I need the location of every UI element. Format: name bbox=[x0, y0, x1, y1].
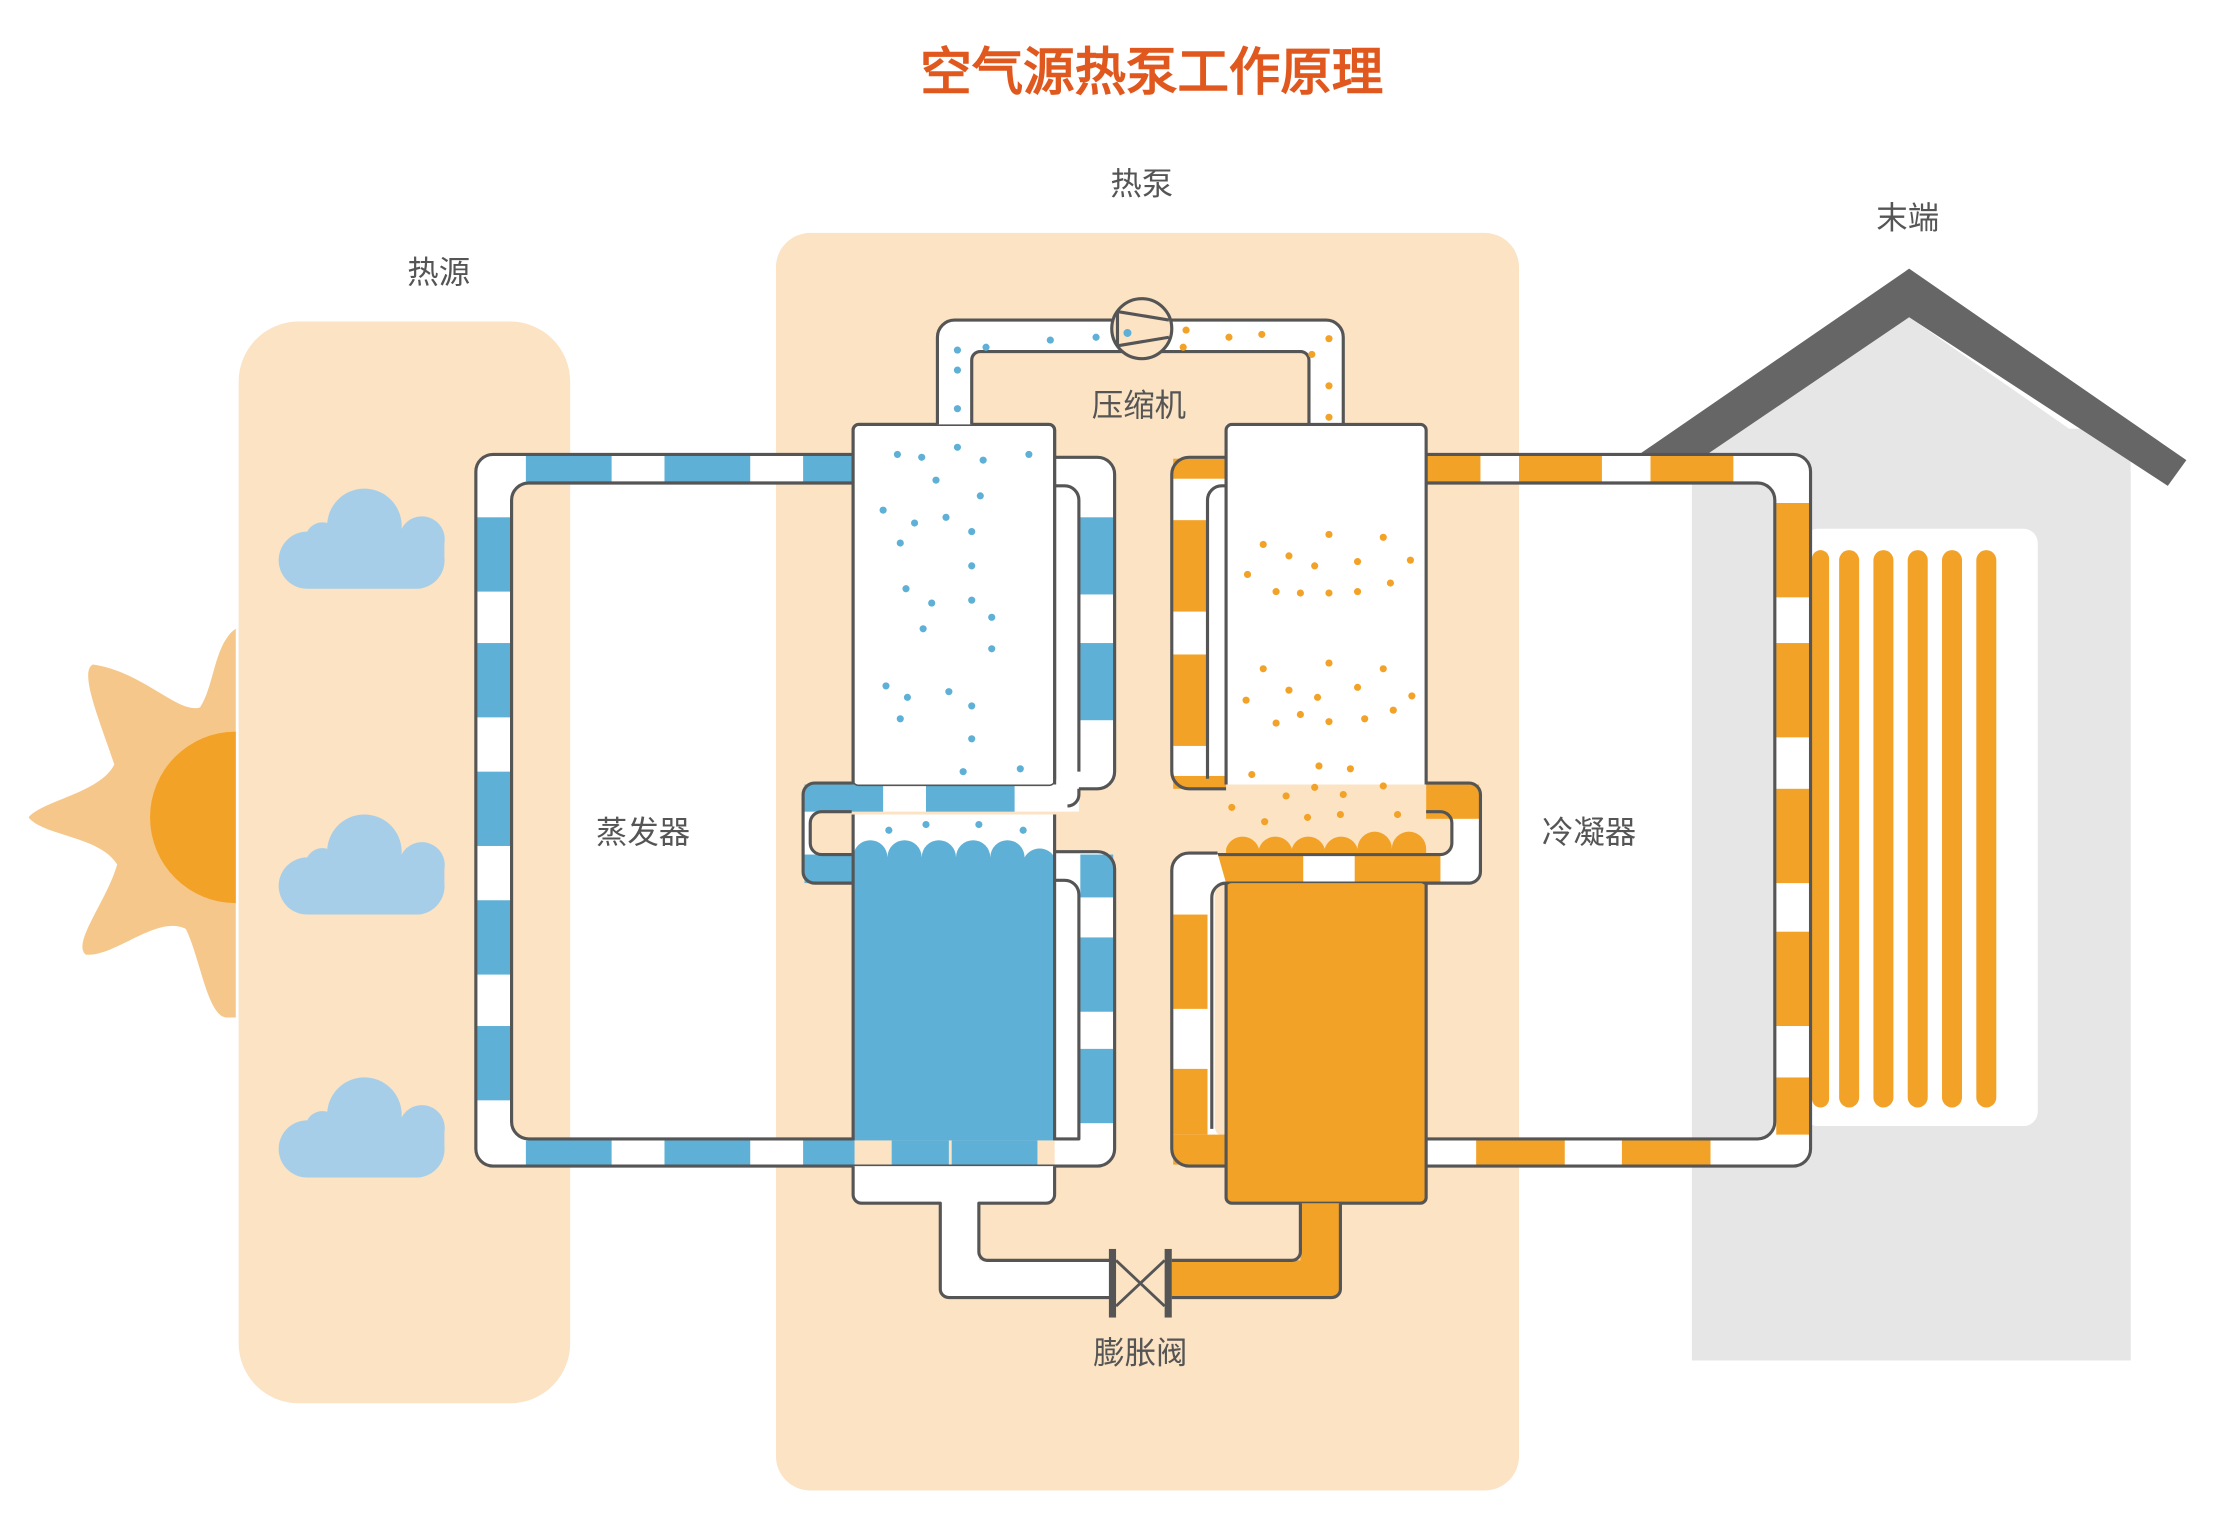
expansion-valve-label: 膨胀阀 bbox=[1093, 1335, 1187, 1371]
compressor-line: 压缩机 bbox=[935, 297, 1345, 425]
condenser-label: 冷凝器 bbox=[1542, 815, 1636, 851]
cloud-icon bbox=[278, 814, 445, 915]
cloud-icon bbox=[278, 488, 445, 589]
expansion-line: 膨胀阀 bbox=[851, 1166, 1342, 1371]
house-icon bbox=[1639, 268, 2187, 1361]
condenser-loop: 冷凝器 bbox=[1170, 422, 1813, 1205]
expansion-valve-icon bbox=[1108, 1248, 1172, 1318]
evaporator-liquid bbox=[853, 840, 1055, 1141]
cloud-icon bbox=[278, 1077, 445, 1178]
compressor-label: 压缩机 bbox=[1092, 388, 1186, 424]
vapor-bubbles bbox=[879, 443, 1033, 834]
sun-icon bbox=[28, 628, 236, 1018]
heat-source-label: 热源 bbox=[407, 255, 470, 291]
terminal-label: 末端 bbox=[1876, 201, 1939, 237]
compressor-icon bbox=[1110, 297, 1174, 361]
evaporator-label: 蒸发器 bbox=[596, 815, 690, 851]
condenser-liquid bbox=[1226, 883, 1427, 1204]
radiator-icon bbox=[1811, 550, 1997, 1108]
heat-pump-label: 热泵 bbox=[1110, 166, 1173, 202]
page-title: 空气源热泵工作原理 bbox=[920, 43, 1383, 103]
vapor-bubbles bbox=[1228, 530, 1416, 826]
evaporator-loop: 蒸发器 bbox=[474, 422, 1117, 1168]
